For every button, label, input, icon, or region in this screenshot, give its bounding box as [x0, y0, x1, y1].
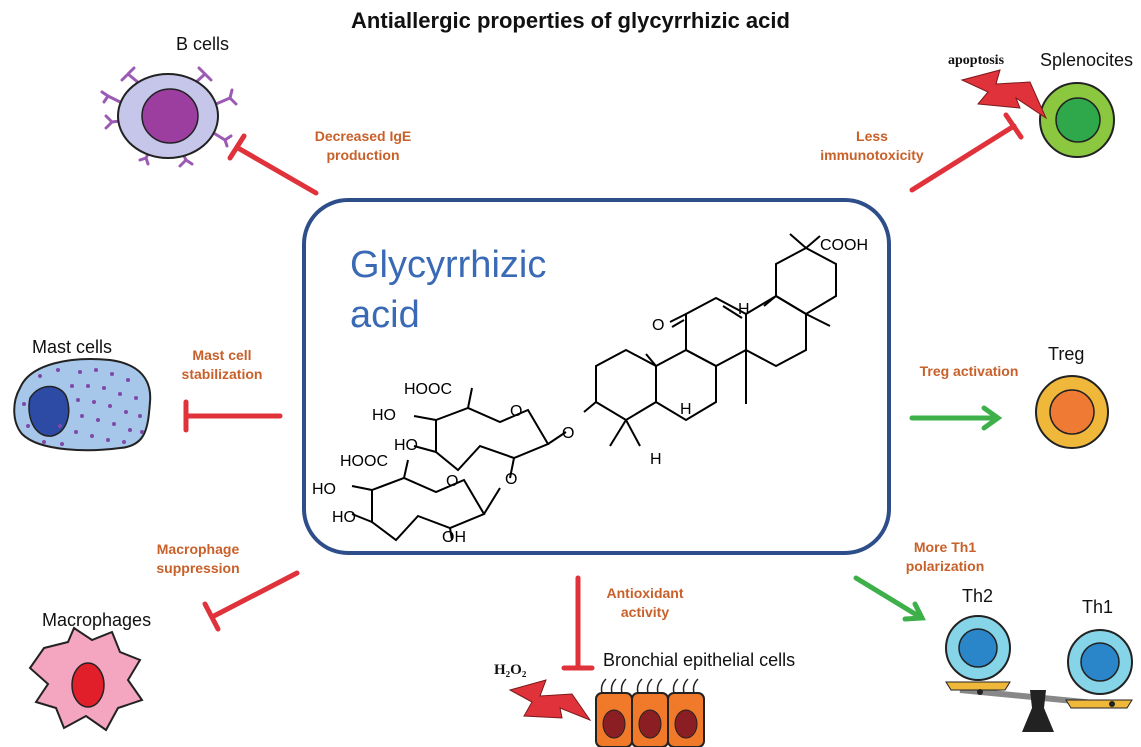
- effect-th1-line2: polarization: [905, 558, 985, 574]
- effect-antioxidant-line1: Antioxidant: [606, 585, 684, 601]
- effect-antioxidant-line2: activity: [620, 604, 670, 620]
- compound-name-line2: acid: [350, 294, 420, 336]
- label-th1: Th1: [1082, 597, 1114, 617]
- effect-immunotoxicity: Less immunotoxicity: [812, 127, 932, 165]
- chem-hooc-2: HOOC: [340, 453, 388, 470]
- b-cell-icon: [100, 66, 238, 168]
- chem-cooh: COOH: [820, 237, 868, 254]
- macrophage-icon: [28, 626, 144, 732]
- label-macrophages: Macrophages: [42, 610, 152, 630]
- chem-h-low: H: [650, 451, 662, 468]
- label-apoptosis: apoptosis: [948, 53, 1005, 68]
- chemical-labels: COOH H O H H O HOOC O HO HO O HOOC O HO …: [312, 237, 868, 546]
- label-b-cells: B cells: [176, 34, 230, 54]
- mast-cell-icon: [13, 358, 152, 452]
- label-splenocites: Splenocites: [1040, 50, 1134, 70]
- chem-h-top: H: [738, 301, 750, 318]
- chem-o-keto: O: [652, 317, 664, 334]
- effect-macrophage-line2: suppression: [156, 560, 240, 576]
- splenocite-icon: [1039, 82, 1115, 158]
- arrow-th1: [853, 575, 926, 622]
- label-th2: Th2: [962, 586, 994, 606]
- effect-antioxidant: Antioxidant activity: [590, 584, 700, 622]
- effect-mast-line2: stabilization: [181, 366, 263, 382]
- chem-h-mid: H: [680, 401, 692, 418]
- chem-ho-4: HO: [332, 509, 356, 526]
- arrow-splenocites: [909, 112, 1024, 193]
- compound-box: [302, 198, 891, 555]
- effect-mast-line1: Mast cell: [192, 347, 252, 363]
- effect-th1-line1: More Th1: [913, 539, 977, 555]
- label-treg: Treg: [1048, 344, 1085, 364]
- compound-name: Glycyrrhizic acid: [350, 240, 546, 340]
- diagram-title: Antiallergic properties of glycyrrhizic …: [351, 8, 790, 33]
- bronchial-cells-icon: [595, 678, 705, 747]
- chem-ho-1: HO: [372, 407, 396, 424]
- chem-oh: OH: [442, 529, 466, 546]
- effect-immunotoxicity-line2: immunotoxicity: [820, 147, 924, 163]
- effect-macrophage: Macrophage suppression: [138, 540, 258, 578]
- chem-ho-3: HO: [312, 481, 336, 498]
- chem-o-ring-1: O: [510, 403, 522, 420]
- chemical-structure: [351, 233, 837, 542]
- effect-ige-line2: production: [326, 147, 400, 163]
- chem-o-ring-2: O: [446, 473, 458, 490]
- balance-scale-icon: [945, 681, 1133, 732]
- effect-th1: More Th1 polarization: [890, 538, 1000, 576]
- lightning-h2o2-icon: [508, 679, 592, 722]
- arrow-macrophages: [202, 570, 300, 632]
- arrow-treg: [909, 405, 1003, 431]
- effect-ige-line1: Decreased IgE: [314, 128, 412, 144]
- chem-o-glyc: O: [562, 425, 574, 442]
- effect-mast: Mast cell stabilization: [167, 346, 277, 384]
- arrow-bronchial: [561, 575, 595, 671]
- label-bronchial: Bronchial epithelial cells: [603, 650, 796, 670]
- chem-o-link: O: [505, 471, 517, 488]
- arrow-mast-cells: [183, 399, 283, 433]
- effect-treg: Treg activation: [904, 362, 1034, 381]
- compound-name-line1: Glycyrrhizic: [350, 244, 547, 286]
- th1-cell-icon: [1067, 629, 1133, 695]
- arrow-b-cells: [227, 133, 319, 196]
- chem-hooc-1: HOOC: [404, 381, 452, 398]
- chem-ho-2: HO: [394, 437, 418, 454]
- effect-immunotoxicity-line1: Less: [856, 128, 888, 144]
- label-h2o2: H₂O₂: [494, 662, 527, 678]
- effect-treg-line1: Treg activation: [919, 363, 1019, 379]
- effect-macrophage-line1: Macrophage: [156, 541, 240, 557]
- effect-ige: Decreased IgE production: [303, 127, 423, 165]
- treg-icon: [1035, 375, 1109, 449]
- lightning-apoptosis-icon: [960, 69, 1048, 120]
- label-mast-cells: Mast cells: [32, 337, 113, 357]
- th2-cell-icon: [945, 615, 1011, 681]
